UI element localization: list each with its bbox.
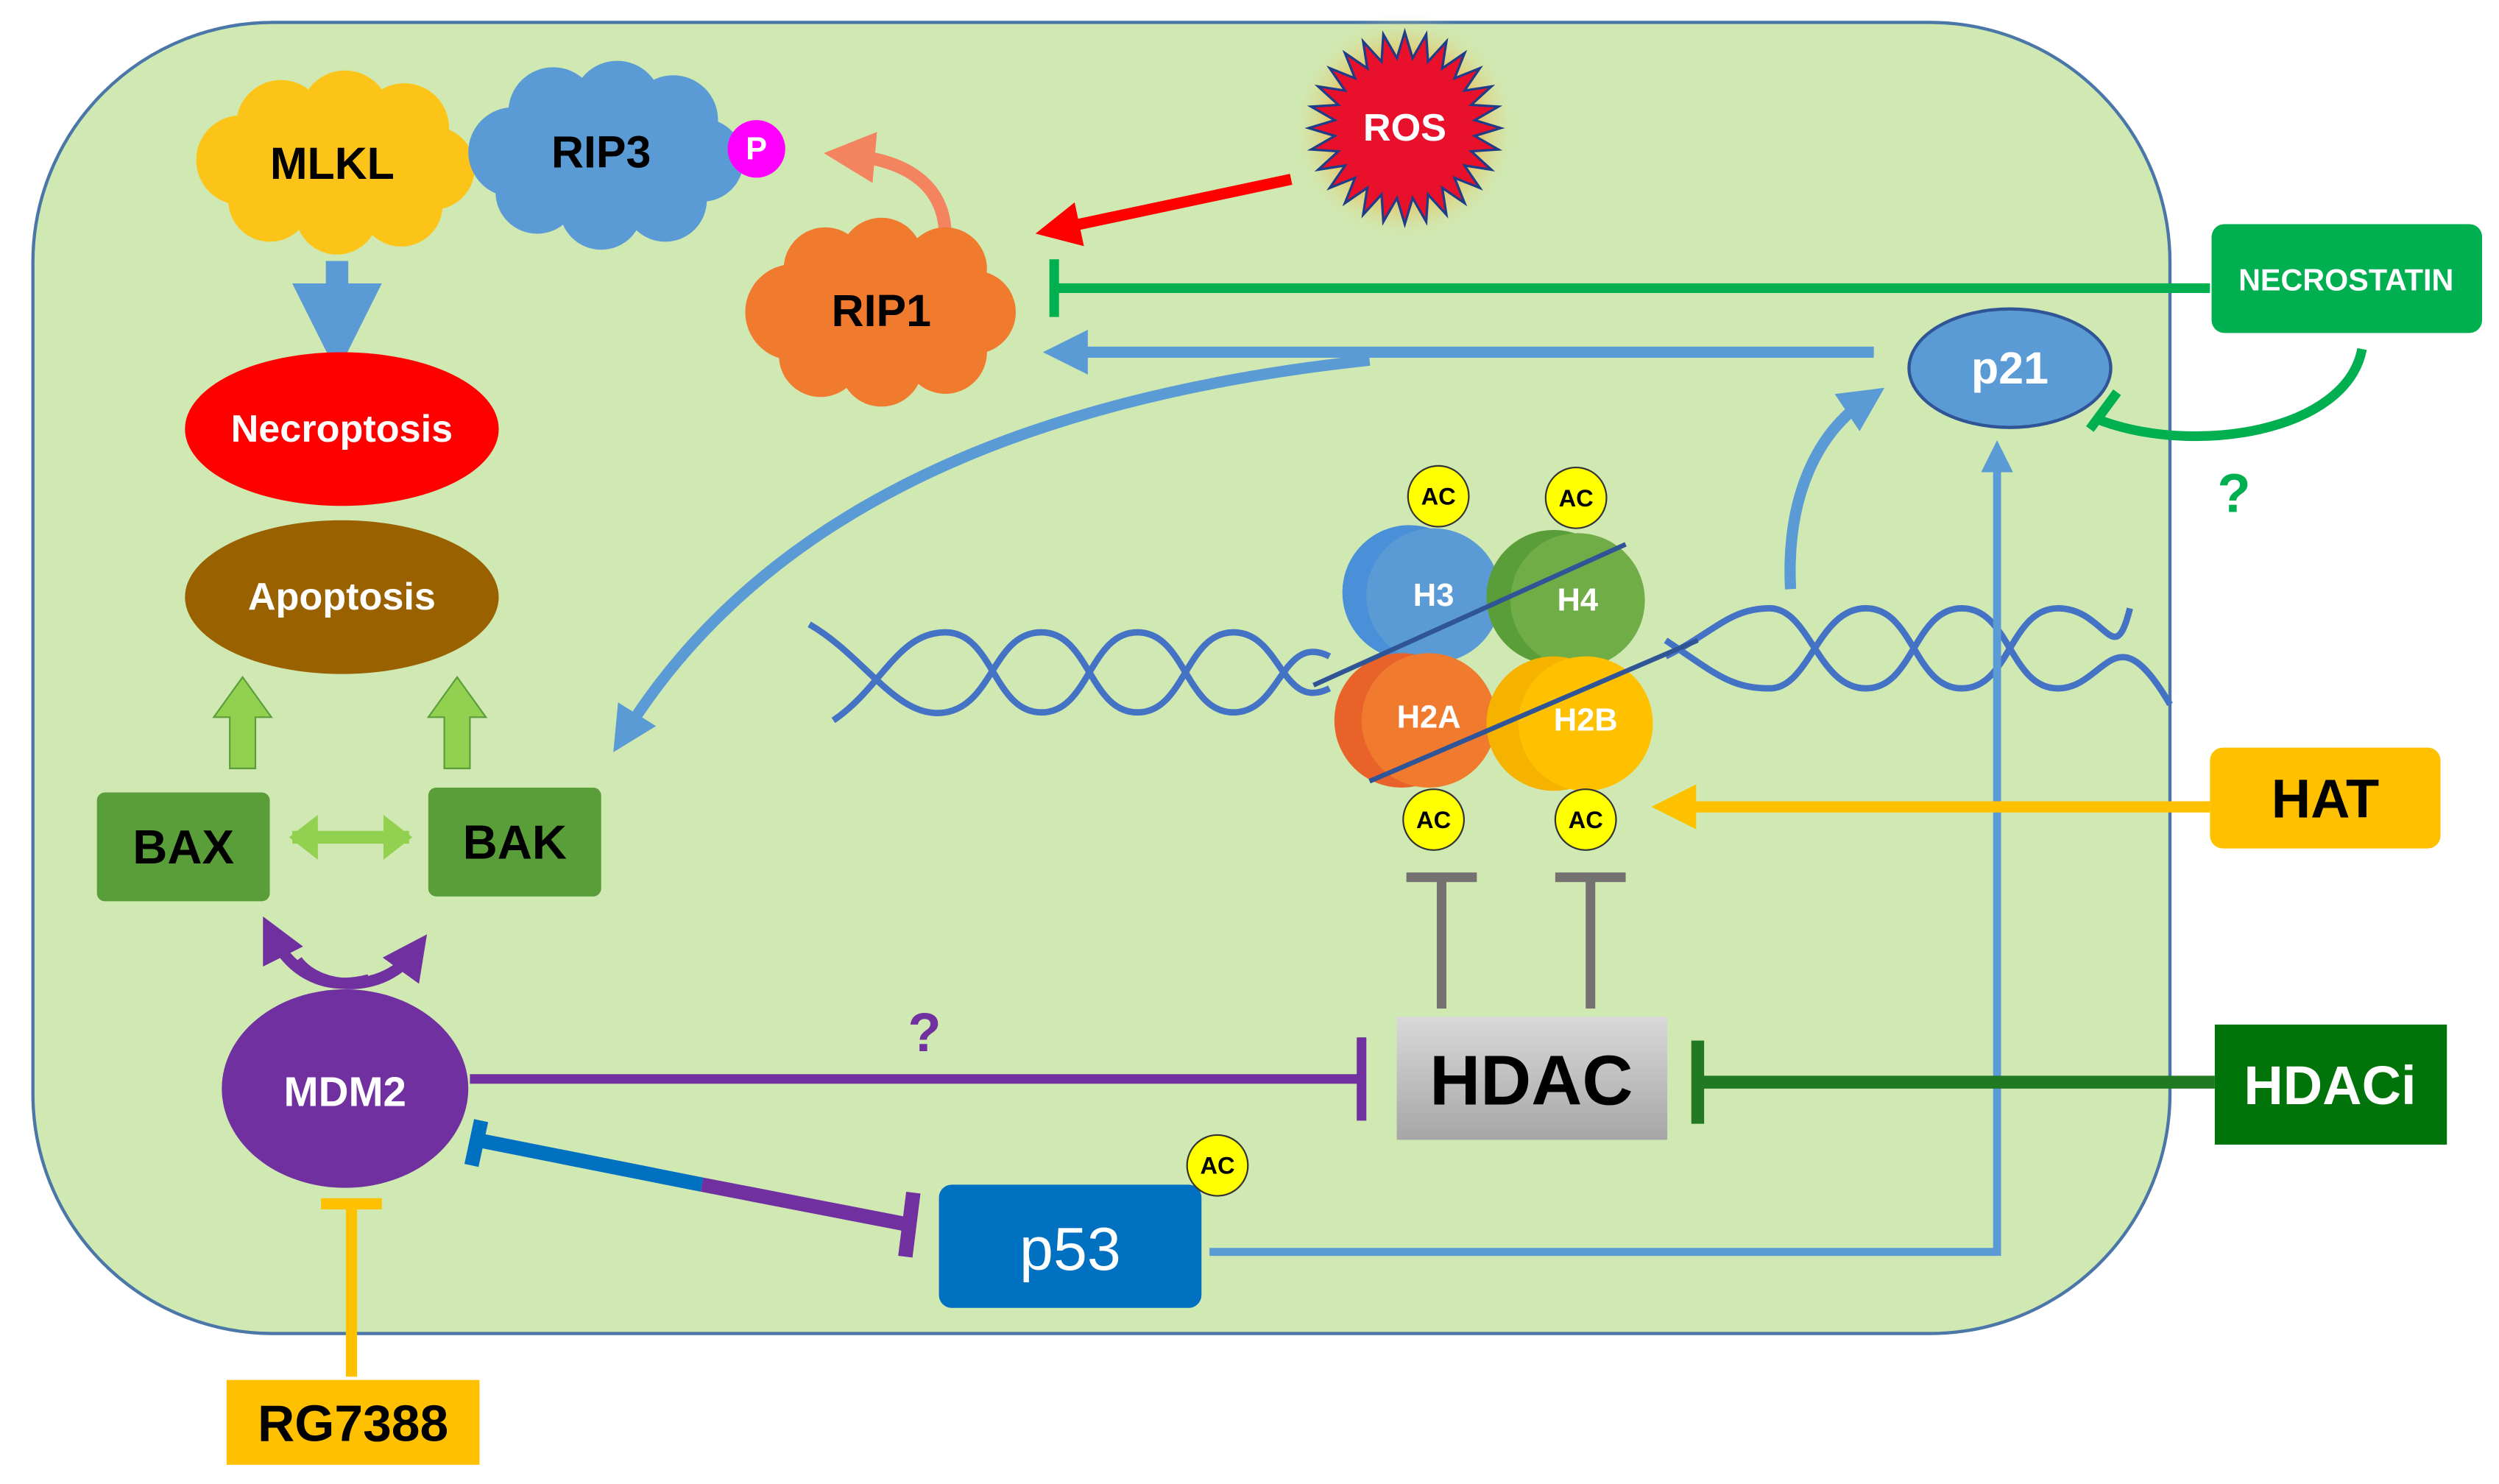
dna-left xyxy=(807,621,1332,724)
inhibit-necrostatin-p21 xyxy=(2086,347,2367,442)
hat-label: HAT xyxy=(2272,768,2379,830)
h2b-label: H2B xyxy=(1554,703,1618,738)
hdaci-node[interactable] xyxy=(2214,1024,2447,1145)
mdm2-label: MDM2 xyxy=(284,1069,406,1115)
mlkl-node[interactable]: MLKL xyxy=(196,70,475,255)
arrow-dna-p21 xyxy=(1784,387,1885,590)
arrow-bak-apoptosis xyxy=(426,676,488,769)
p53-node[interactable] xyxy=(939,1184,1202,1308)
inhibit-p53-mdm2 xyxy=(464,1119,704,1192)
ros-label: ROS xyxy=(1363,107,1446,149)
edges xyxy=(212,132,2367,1377)
rg7388-node[interactable] xyxy=(226,1379,480,1465)
bak-label: BAK xyxy=(463,815,567,869)
acetyl-marks: AC AC AC AC xyxy=(1402,464,1617,851)
svg-text:AC: AC xyxy=(1569,806,1603,833)
mdm2-node[interactable] xyxy=(222,989,469,1188)
necrostatin-label: NECROSTATIN xyxy=(2238,264,2453,297)
rip3-node[interactable]: RIP3 xyxy=(468,60,744,250)
histone-h3[interactable] xyxy=(1366,528,1501,663)
mlkl-label: MLKL xyxy=(270,138,395,188)
necroptosis-label: Necroptosis xyxy=(231,408,453,451)
inhibit-hdac-h2a xyxy=(1406,872,1477,1009)
inhibit-hdac-h2b xyxy=(1555,872,1626,1009)
svg-text:AC: AC xyxy=(1559,484,1594,512)
inhibit-mdm2-p53 xyxy=(700,1177,921,1258)
phospho-label: P xyxy=(746,131,767,166)
bak-node[interactable] xyxy=(428,787,601,897)
h4-label: H4 xyxy=(1558,583,1599,618)
necroptosis-node[interactable] xyxy=(185,352,499,506)
apoptosis-label: Apoptosis xyxy=(248,576,436,618)
hdaci-label: HDACi xyxy=(2244,1055,2416,1116)
inhibit-hdaci-hdac xyxy=(1691,1040,2215,1124)
hat-node[interactable] xyxy=(2210,747,2441,849)
dna-right xyxy=(1664,605,2173,707)
apoptosis-node[interactable] xyxy=(185,520,499,674)
bax-node[interactable] xyxy=(96,792,270,902)
inhibit-rg7388-mdm2 xyxy=(321,1198,382,1377)
histone-h2b[interactable] xyxy=(1518,656,1653,791)
p53-label: p53 xyxy=(1019,1215,1121,1283)
hdac-node[interactable] xyxy=(1396,1016,1668,1140)
bax-label: BAX xyxy=(132,820,234,874)
h3-label: H3 xyxy=(1413,578,1454,613)
h2a-label: H2A xyxy=(1397,699,1461,735)
histone-h2a[interactable] xyxy=(1361,653,1496,788)
p53-acetyl-label: AC xyxy=(1200,1152,1234,1179)
rg7388-label: RG7388 xyxy=(258,1394,448,1452)
svg-text:AC: AC xyxy=(1416,806,1451,833)
ros-starburst-icon xyxy=(1304,27,1505,229)
rip1-node[interactable]: RIP1 xyxy=(745,217,1016,407)
question-mark-necrostatin: ? xyxy=(2217,462,2250,523)
p21-label: p21 xyxy=(1971,343,2049,393)
phospho-badge xyxy=(727,120,785,178)
arrow-p53-p21 xyxy=(1209,440,2013,1257)
svg-text:AC: AC xyxy=(1421,483,1456,510)
histone-h4[interactable] xyxy=(1510,533,1645,668)
hdac-label: HDAC xyxy=(1429,1041,1633,1120)
inhibit-mdm2-hdac xyxy=(470,1037,1367,1121)
p53-acetyl-badge xyxy=(1186,1134,1249,1197)
histone-octamer: H3 H4 H2A H2B xyxy=(1312,525,1699,791)
ros-node[interactable]: ROS xyxy=(1289,13,1521,244)
necrostatin-node[interactable] xyxy=(2211,224,2483,333)
rip3-label: RIP3 xyxy=(551,127,651,177)
p21-node[interactable] xyxy=(1907,307,2113,429)
rip1-label: RIP1 xyxy=(832,286,931,336)
inhibit-necrostatin-rip1 xyxy=(1049,259,2210,317)
arrow-p21-bak xyxy=(613,354,1371,752)
arrow-ros-rip1 xyxy=(1035,174,1293,247)
question-mark-mdm2-hdac: ? xyxy=(908,1002,941,1063)
arrow-rip1-rip3 xyxy=(824,132,952,238)
arrow-bax-apoptosis xyxy=(212,676,273,769)
